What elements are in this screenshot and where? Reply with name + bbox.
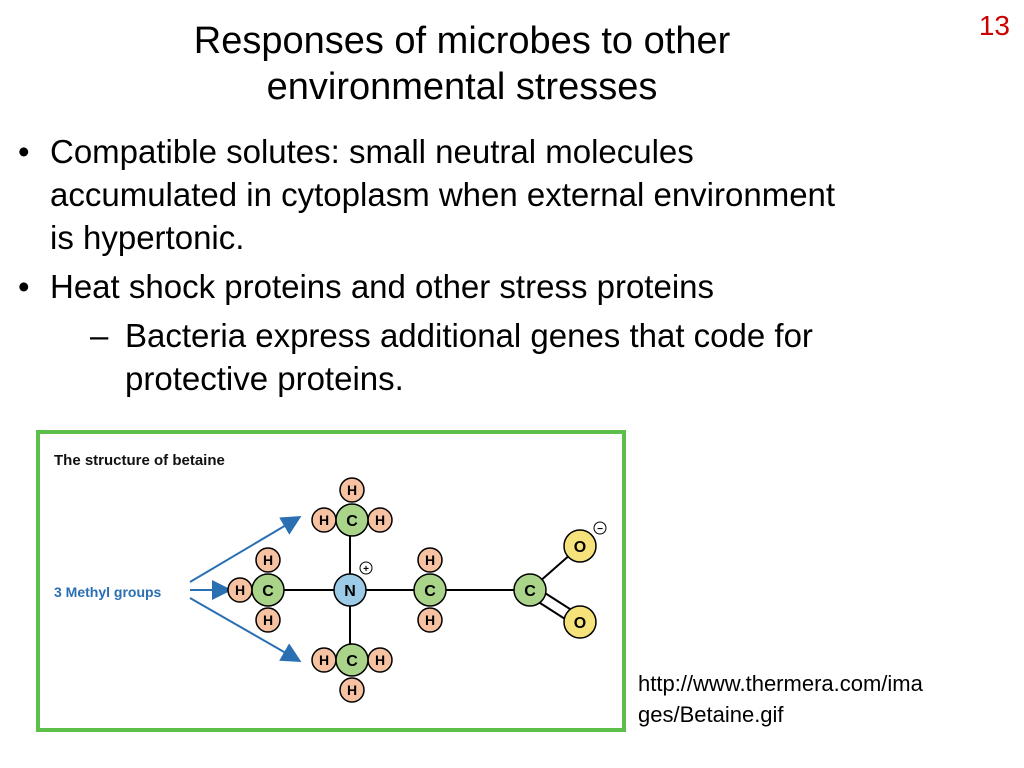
svg-text:H: H xyxy=(319,652,329,668)
svg-text:H: H xyxy=(263,612,273,628)
bullet-heat-shock-proteins: Heat shock proteins and other stress pro… xyxy=(18,265,1008,400)
left-methyl-group: H H H C xyxy=(227,547,285,633)
figure-title: The structure of betaine xyxy=(54,452,225,469)
bullet-text-line: accumulated in cytoplasm when external e… xyxy=(50,176,836,213)
nitrogen-atom: N + xyxy=(333,561,373,607)
bullet-compatible-solutes: Compatible solutes: small neutral molecu… xyxy=(18,130,1008,259)
svg-text:H: H xyxy=(235,582,245,598)
image-source-citation: http://www.thermera.com/ima ges/Betaine.… xyxy=(638,668,1018,730)
svg-text:H: H xyxy=(263,552,273,568)
bullet-text-line: Compatible solutes: small neutral molecu… xyxy=(50,133,694,170)
oxygen-atom-top: O − xyxy=(563,521,607,563)
source-line-2: ges/Betaine.gif xyxy=(638,702,784,727)
svg-text:N: N xyxy=(344,583,356,600)
svg-text:C: C xyxy=(262,583,274,600)
arrow-to-bottom-methyl xyxy=(189,597,302,662)
svg-text:O: O xyxy=(574,539,586,556)
svg-text:H: H xyxy=(375,652,385,668)
sub-bullet-text-line: protective proteins. xyxy=(125,360,404,397)
svg-text:+: + xyxy=(363,564,369,575)
betaine-molecule-diagram: H H H C H H H C H H H C xyxy=(189,477,607,703)
svg-text:C: C xyxy=(524,583,536,600)
slide-number: 13 xyxy=(978,10,1010,41)
carboxyl-carbon-atom: C xyxy=(513,573,547,607)
sub-bullet-protective-proteins: – Bacteria express additional genes that… xyxy=(50,314,1008,400)
svg-text:H: H xyxy=(425,612,435,628)
title-line-2: environmental stresses xyxy=(266,66,658,108)
sub-bullet-dash: – xyxy=(90,317,109,354)
svg-text:H: H xyxy=(425,552,435,568)
oxygen-atom-bottom: O xyxy=(563,605,597,639)
arrow-to-top-methyl xyxy=(189,515,302,583)
svg-text:H: H xyxy=(375,512,385,528)
bullet-text-line: Heat shock proteins and other stress pro… xyxy=(50,268,715,305)
svg-text:H: H xyxy=(347,682,357,698)
slide-title: Responses of microbes to other environme… xyxy=(0,18,924,110)
bottom-methyl-group: H H H C xyxy=(311,643,393,703)
svg-text:O: O xyxy=(574,615,586,632)
methylene-group: H H C xyxy=(413,547,447,633)
top-methyl-group: H H H C xyxy=(311,477,393,537)
svg-text:−: − xyxy=(597,524,603,535)
bullet-list: Compatible solutes: small neutral molecu… xyxy=(18,130,1008,406)
bullet-text-line: is hypertonic. xyxy=(50,219,245,256)
svg-text:C: C xyxy=(346,653,358,670)
svg-text:C: C xyxy=(424,583,436,600)
title-line-1: Responses of microbes to other xyxy=(193,20,731,62)
methyl-groups-label: 3 Methyl groups xyxy=(54,584,162,600)
svg-text:H: H xyxy=(347,482,357,498)
svg-text:C: C xyxy=(346,513,358,530)
source-line-1: http://www.thermera.com/ima xyxy=(638,671,923,696)
sub-bullet-text-line: Bacteria express additional genes that c… xyxy=(125,317,813,354)
betaine-structure-figure: The structure of betaine 3 Methyl groups… xyxy=(36,430,626,732)
svg-text:H: H xyxy=(319,512,329,528)
